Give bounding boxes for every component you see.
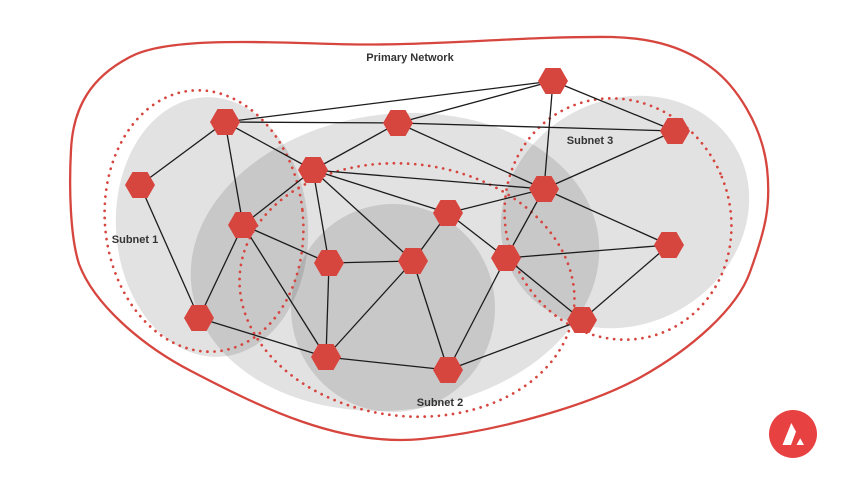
network-edge — [242, 169, 314, 226]
validator-node-hexagon — [654, 232, 684, 258]
network-edge — [581, 244, 670, 321]
validator-node-hexagon — [538, 68, 568, 94]
subnet-fill-ellipse — [291, 204, 495, 412]
avalanche-a-mark-icon — [782, 423, 804, 445]
validator-node-hexagon — [228, 212, 258, 238]
validator-node-hexagon — [311, 344, 341, 370]
network-edge — [543, 188, 670, 246]
network-edge — [139, 121, 226, 186]
network-edge — [543, 130, 676, 190]
network-edge — [325, 262, 330, 358]
subnet-dotted-outline — [503, 97, 733, 341]
subnet-1-label: Subnet 1 — [112, 234, 158, 246]
network-edge — [447, 257, 507, 371]
validator-node-hexagon — [383, 110, 413, 136]
subnet-dotted-outline — [103, 88, 305, 354]
subnet-2-label: Subnet 2 — [417, 397, 463, 409]
validator-node-hexagon — [210, 109, 240, 135]
network-edge — [242, 224, 327, 358]
network-edge — [412, 260, 449, 371]
label-layer: Primary Network Subnet 1 Subnet 2 Subnet… — [112, 52, 613, 409]
network-edge — [312, 169, 414, 262]
validator-node-hexagon — [314, 250, 344, 276]
network-edge — [543, 80, 554, 190]
network-edge — [552, 80, 676, 132]
network-edge — [505, 244, 670, 259]
validator-node-hexagon — [660, 118, 690, 144]
validator-node-hexagon — [125, 172, 155, 198]
validator-node-hexagon — [529, 176, 559, 202]
network-edge — [397, 80, 554, 124]
validator-node-hexagon — [398, 248, 428, 274]
subnet-fill-ellipse — [115, 97, 309, 357]
network-edge — [242, 224, 330, 264]
network-edge — [224, 121, 314, 171]
avalanche-mark-piece — [796, 438, 804, 445]
primary-network-outline — [68, 35, 770, 442]
network-edge — [447, 319, 583, 371]
validator-node-hexagon — [491, 245, 521, 271]
network-edge — [312, 122, 399, 171]
primary-network-label: Primary Network — [366, 52, 454, 64]
network-edge — [325, 356, 449, 371]
validator-node-hexagon — [298, 157, 328, 183]
avalanche-mark-piece — [782, 423, 796, 445]
network-edge — [139, 184, 200, 319]
network-edge — [325, 260, 414, 358]
validator-node-hexagon — [567, 307, 597, 333]
network-edge — [312, 169, 330, 264]
network-edge — [224, 121, 399, 124]
network-edge — [447, 188, 545, 214]
network-edge — [397, 122, 676, 132]
node-layer — [125, 68, 690, 383]
network-edge — [312, 169, 545, 190]
network-edge — [198, 317, 327, 358]
validator-node-hexagon — [184, 305, 214, 331]
validator-node-hexagon — [433, 200, 463, 226]
subnet-3-label: Subnet 3 — [567, 135, 613, 147]
avalanche-logo — [769, 410, 817, 458]
network-edge — [224, 80, 554, 123]
network-edge — [397, 122, 545, 190]
subnet-fill-ellipse — [500, 95, 750, 329]
network-edge — [198, 224, 244, 319]
network-edge — [312, 169, 449, 214]
network-edge — [224, 121, 244, 226]
validator-node-hexagon — [433, 357, 463, 383]
network-edge — [505, 257, 583, 321]
